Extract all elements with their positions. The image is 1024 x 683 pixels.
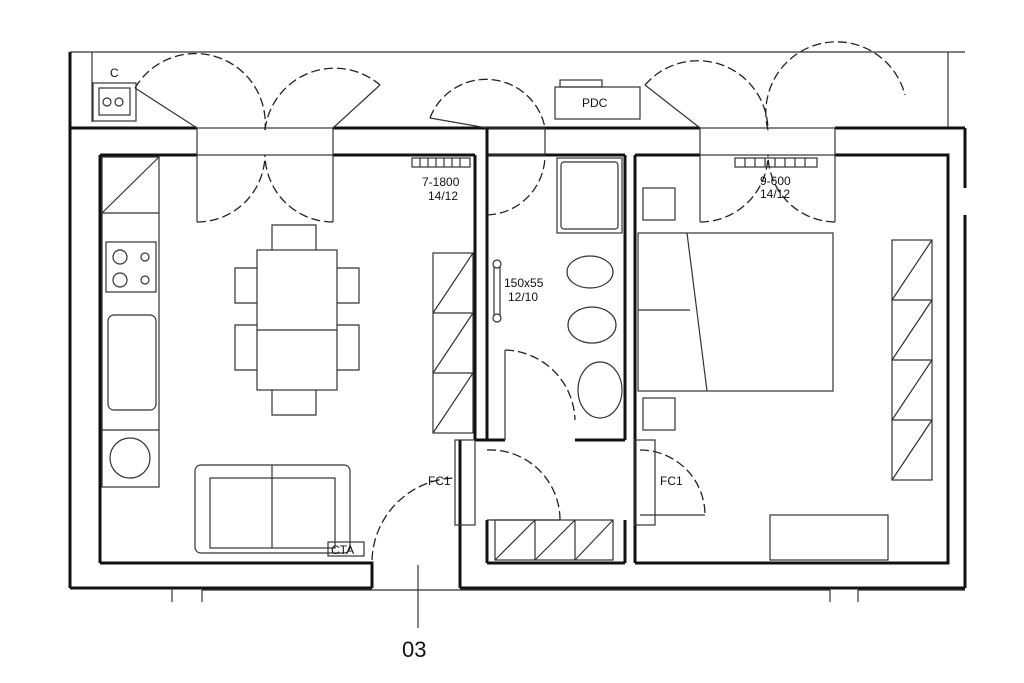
bed <box>637 187 834 431</box>
bath-radiator-temps: 12/10 <box>508 290 538 304</box>
bedroom-radiator-temps: 14/12 <box>760 187 790 201</box>
boiler-label: C <box>110 66 119 80</box>
dining-table <box>234 224 360 416</box>
living-radiator-model: 7-1800 <box>422 175 460 189</box>
bedroom-radiator-model: 9-600 <box>760 174 791 188</box>
towel-radiator-icon <box>492 259 502 323</box>
exterior-walls <box>68 126 967 602</box>
unit-number: 03 <box>402 637 426 662</box>
fan-coil-left-unit <box>454 439 476 526</box>
heat-pump-top <box>559 79 603 88</box>
heat-pump-label: PDC <box>582 96 608 110</box>
kitchen <box>101 156 160 488</box>
interior-walls <box>458 128 637 588</box>
terrace <box>68 51 965 128</box>
fan-coil-left-label: FC1 <box>428 474 451 488</box>
radiator-icon <box>734 157 818 168</box>
radiator-icon <box>411 157 471 168</box>
thermostat <box>327 541 365 557</box>
living-radiator-temps: 14/12 <box>428 189 458 203</box>
hall-cabinet <box>494 519 614 561</box>
bathroom-fixtures <box>556 157 623 419</box>
fan-coil-right-label: FC1 <box>660 474 683 488</box>
wardrobe <box>432 252 474 434</box>
boiler <box>92 82 137 122</box>
desk <box>769 514 889 561</box>
bath-radiator-size: 150x55 <box>504 276 544 290</box>
sofa <box>194 464 351 554</box>
fan-coil-right-unit <box>634 439 656 526</box>
wardrobe <box>891 239 933 481</box>
thermostat-label: CTA <box>331 543 354 557</box>
